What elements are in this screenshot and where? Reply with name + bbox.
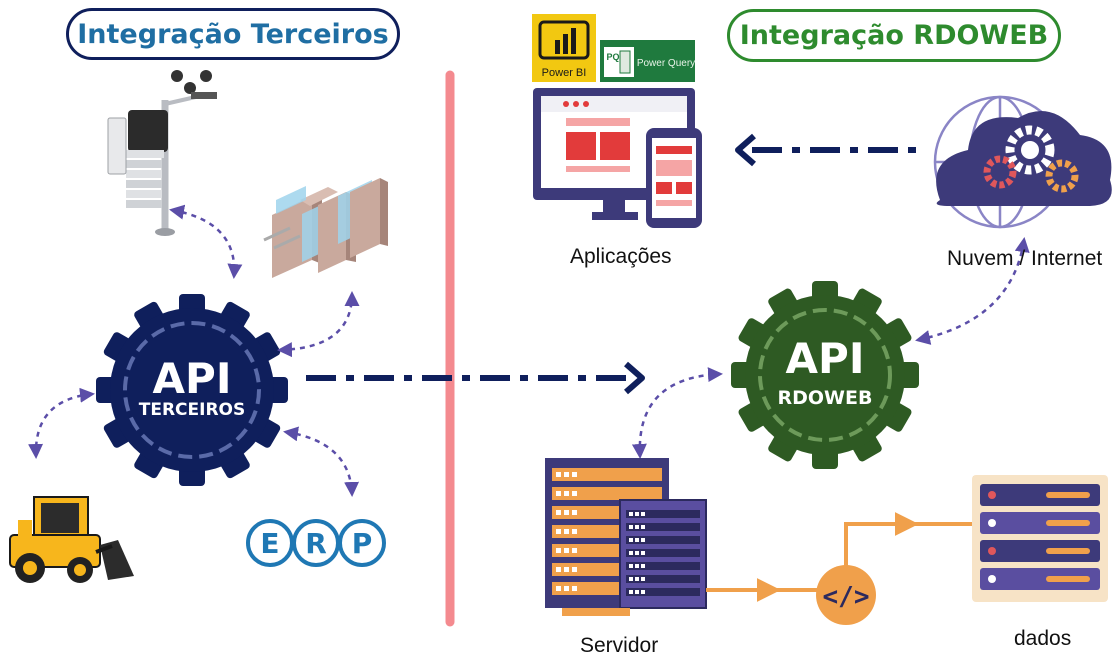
- connector-erp-api: [283, 426, 360, 497]
- code-symbol: </>: [823, 582, 870, 612]
- caption-aplicacoes: Aplicações: [570, 245, 672, 268]
- phone-icon: [646, 128, 702, 228]
- erp-letter-e: E: [260, 527, 279, 560]
- title-integracao-terceiros: Integração Terceiros: [66, 8, 400, 60]
- monitor-icon: [533, 88, 695, 220]
- api-terceiros-line1: API: [153, 354, 232, 403]
- cloud-globe-icon: [933, 95, 1112, 229]
- caption-dados: dados: [1014, 627, 1072, 650]
- bulldozer-icon: [9, 496, 134, 583]
- power-bi-label: Power BI: [542, 67, 587, 79]
- connector-bulldozer-api: [28, 387, 95, 459]
- cloud-to-apps-arrow: [735, 133, 922, 167]
- connector-cloud-api-rdoweb: [915, 237, 1030, 345]
- caption-servidor: Servidor: [580, 634, 659, 657]
- api-rdoweb-line1: API: [786, 334, 865, 383]
- erp-logo: E R P: [246, 519, 386, 567]
- api-terceiros-line2: TERCEIROS: [139, 400, 246, 420]
- erp-letter-r: R: [305, 527, 327, 560]
- power-query-label: Power Query: [637, 58, 695, 69]
- connector-turnstile-api: [277, 291, 360, 358]
- title-integracao-rdoweb: Integração RDOWEB: [727, 9, 1061, 62]
- power-bi-logo: Power BI: [532, 14, 596, 82]
- caption-nuvem-internet: Nuvem / Internet: [947, 247, 1103, 270]
- power-query-short: PQ: [606, 52, 619, 62]
- connector-server-api-rdoweb: [631, 367, 723, 459]
- database-stack-icon: [972, 475, 1108, 602]
- api-terceiros-gear: API TERCEIROS: [96, 294, 288, 486]
- api-rdoweb-line2: RDOWEB: [778, 387, 873, 409]
- power-query-logo: PQ Power Query: [600, 40, 695, 82]
- main-flow-arrow: [306, 361, 645, 395]
- erp-letter-p: P: [352, 527, 373, 560]
- api-rdoweb-gear: API RDOWEB: [731, 281, 919, 469]
- connector-weather-api: [169, 204, 243, 279]
- code-icon: </>: [816, 565, 876, 625]
- turnstile-icon: [263, 178, 388, 278]
- server-icon: [545, 458, 707, 616]
- weather-station-icon: [107, 70, 217, 236]
